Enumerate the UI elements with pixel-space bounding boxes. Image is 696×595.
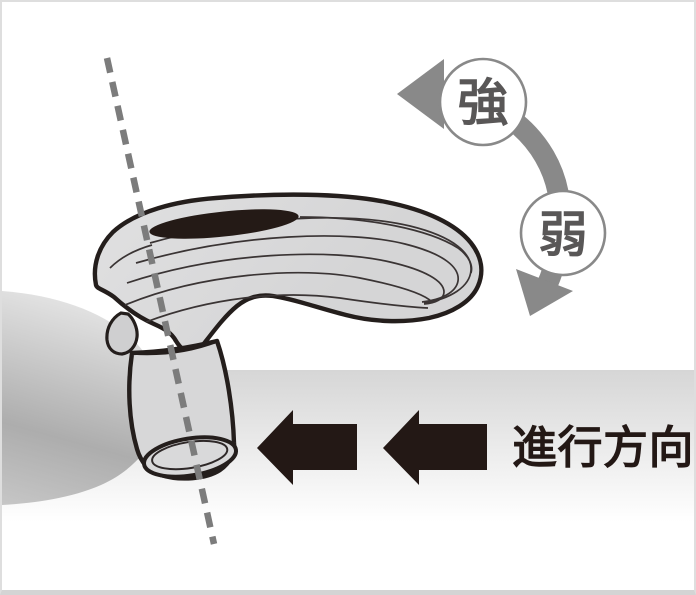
head-top-rim xyxy=(131,339,218,356)
direction-arrows: 進行方向 xyxy=(257,410,694,485)
weak-circle xyxy=(519,189,607,277)
curved-arrow-head-down-icon xyxy=(516,269,573,316)
curved-arrow-head-left-icon xyxy=(397,59,444,129)
weak-badge: 弱 xyxy=(519,189,607,277)
strong-circle xyxy=(438,57,528,147)
direction-label: 進行方向 xyxy=(512,421,694,474)
device-top-inset xyxy=(149,209,299,239)
strong-label: 強 xyxy=(457,75,508,134)
device-head xyxy=(127,338,239,481)
direction-arrow-left2-icon xyxy=(383,410,487,485)
device-handle xyxy=(92,192,484,355)
tilt-axis-dashed-line xyxy=(103,57,218,545)
head-opening-inner xyxy=(151,439,229,471)
weak-label: 弱 xyxy=(538,207,587,264)
strong-badge: 強 xyxy=(438,57,528,147)
handle-contour-lines xyxy=(109,216,473,323)
device-hinge-tab xyxy=(105,311,139,356)
direction-arrow-left-icon xyxy=(257,410,357,485)
